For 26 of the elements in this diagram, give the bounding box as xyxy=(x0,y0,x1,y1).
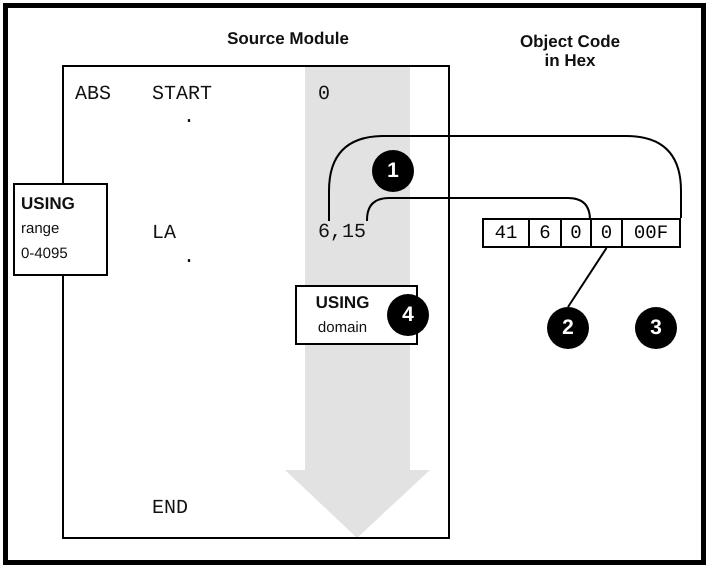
callout-number: 3 xyxy=(635,307,677,349)
hex-field: 00F xyxy=(621,218,681,248)
hex-field: 0 xyxy=(560,218,592,248)
leader-line xyxy=(567,247,608,308)
note-title: USING xyxy=(314,292,370,314)
code-text: START xyxy=(152,83,212,107)
code-text: ABS xyxy=(75,83,112,107)
hex-field: 0 xyxy=(590,218,623,248)
shaded-arrow xyxy=(285,65,430,538)
code-text: END xyxy=(152,497,188,521)
connector-line xyxy=(366,197,591,222)
code-text: 0 xyxy=(318,83,330,107)
note-title: USING xyxy=(21,193,76,215)
code-text: . xyxy=(183,246,196,270)
note-text: domain xyxy=(316,318,368,338)
module-heading: Source Module xyxy=(226,29,350,48)
code-text: 6,15 xyxy=(318,221,376,247)
note-text: range 0-4095 xyxy=(21,219,69,264)
hex-field: 6 xyxy=(528,218,562,248)
code-text: LA xyxy=(152,222,176,246)
hex-field: 41 xyxy=(482,218,530,248)
column-heading: Object Code in Hex xyxy=(518,32,622,70)
code-text: . xyxy=(183,106,196,130)
connector-line xyxy=(328,135,682,221)
callout-number: 2 xyxy=(547,307,589,349)
note-box xyxy=(13,183,108,276)
